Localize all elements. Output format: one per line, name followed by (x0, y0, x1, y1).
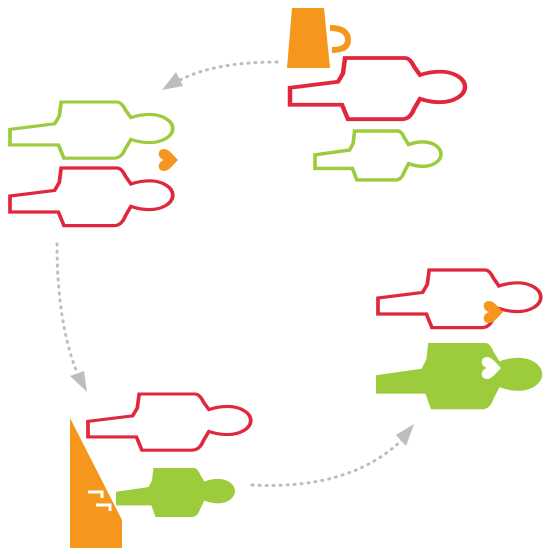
person-red-outline (10, 168, 173, 226)
arrow-meeting-to-love (162, 62, 277, 90)
person-green-outline (10, 102, 173, 158)
cup-icon (287, 8, 348, 68)
person-red-outline (378, 270, 541, 328)
stage-meeting (287, 8, 465, 180)
person-green-filled (116, 468, 235, 517)
person-green-outline (315, 131, 441, 180)
heart-icon (159, 149, 178, 171)
heart-icon (484, 301, 503, 323)
arrow-stairs-to-together (252, 424, 414, 485)
person-green-filled (376, 343, 542, 409)
arrow-love-to-stairs (57, 244, 87, 392)
stage-stairs (70, 394, 251, 548)
stage-together (376, 270, 542, 409)
stage-falling-in-love (10, 102, 178, 226)
person-red-outline (88, 394, 251, 450)
